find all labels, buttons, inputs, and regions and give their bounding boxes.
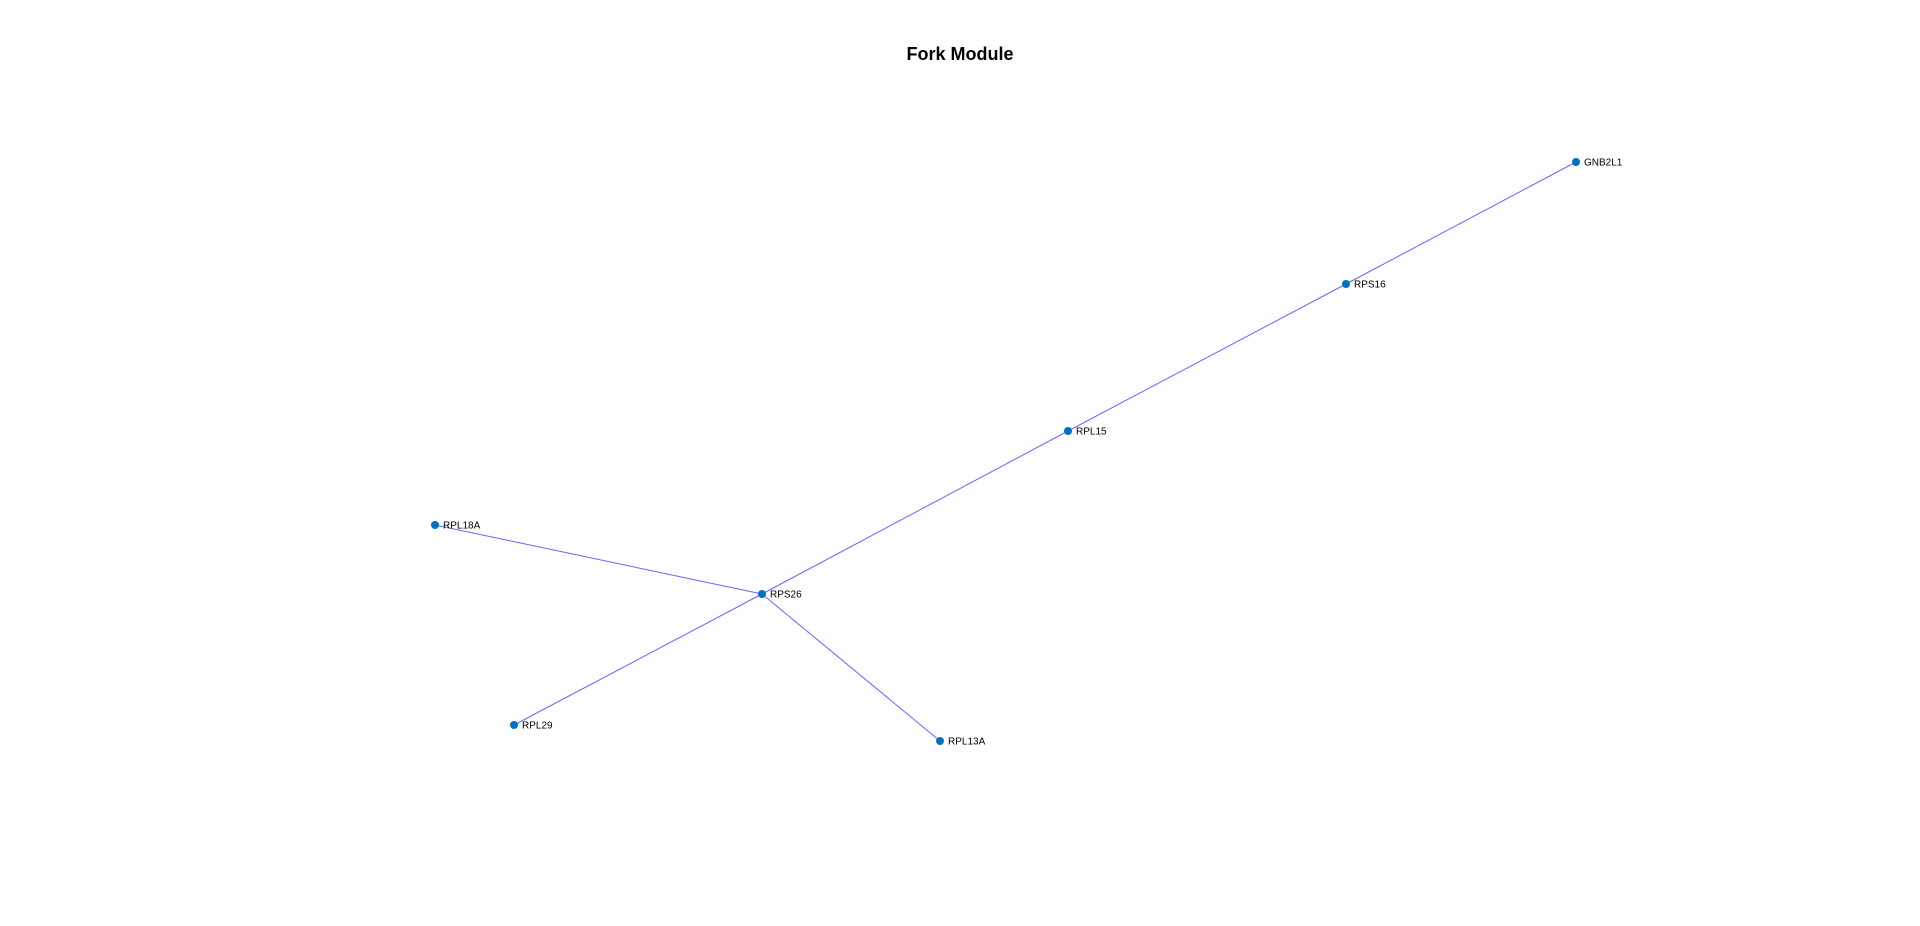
node-rpl13a: RPL13A xyxy=(936,737,986,748)
edges-layer xyxy=(434,161,1577,742)
edge-gnb2l1-rps16 xyxy=(1345,161,1577,285)
edge-rps26-rpl29 xyxy=(513,593,763,726)
node-label: RPL15 xyxy=(1076,427,1107,438)
node-rpl18a: RPL18A xyxy=(431,521,481,532)
edge-rpl15-rps26 xyxy=(761,430,1069,595)
node-gnb2l1: GNB2L1 xyxy=(1572,158,1623,169)
diagram-title: Fork Module xyxy=(906,44,1014,64)
node-marker xyxy=(431,521,439,529)
node-marker xyxy=(510,721,518,729)
node-label: RPL18A xyxy=(443,521,481,532)
node-rps16: RPS16 xyxy=(1342,280,1386,291)
node-rpl15: RPL15 xyxy=(1064,427,1107,438)
edge-rpl18a-rps26 xyxy=(434,524,763,595)
node-label: RPL13A xyxy=(948,737,986,748)
node-label: GNB2L1 xyxy=(1584,158,1623,169)
node-label: RPL29 xyxy=(522,721,553,732)
node-marker xyxy=(1572,158,1580,166)
node-marker xyxy=(758,590,766,598)
edge-rps26-rpl13a xyxy=(761,593,941,742)
node-marker xyxy=(1064,427,1072,435)
node-label: RPS26 xyxy=(770,590,802,601)
node-marker xyxy=(1342,280,1350,288)
node-rpl29: RPL29 xyxy=(510,721,553,732)
edge-rps16-rpl15 xyxy=(1067,283,1347,432)
node-rps26: RPS26 xyxy=(758,590,802,601)
node-label: RPS16 xyxy=(1354,280,1386,291)
node-marker xyxy=(936,737,944,745)
